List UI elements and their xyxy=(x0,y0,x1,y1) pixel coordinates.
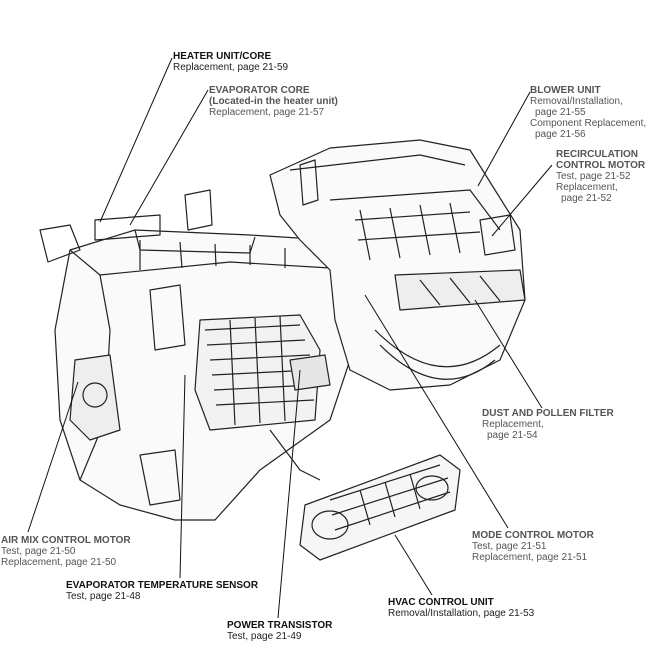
label-text: Replacement, page 21-57 xyxy=(209,107,325,118)
label-text: page 21-56 xyxy=(535,129,586,140)
heater-unit-housing xyxy=(39,189,371,521)
hvac-control-panel xyxy=(299,454,461,561)
label-title: CONTROL MOTOR xyxy=(556,160,646,171)
label-text: Replacement, page 21-51 xyxy=(472,552,588,563)
label-title: POWER TRANSISTOR xyxy=(227,620,333,631)
leader-power-transistor xyxy=(277,369,301,619)
leader-air-mix-motor xyxy=(27,381,79,533)
label-mode-motor: MODE CONTROL MOTOR Test, page 21-51 Repl… xyxy=(472,530,594,563)
label-dust-filter: DUST AND POLLEN FILTER Replacement, page… xyxy=(482,408,614,441)
label-text: Replacement, xyxy=(556,182,618,193)
leader-evap-temp-sensor xyxy=(179,374,186,579)
label-text: page 21-52 xyxy=(561,193,612,204)
label-text: Test, page 21-52 xyxy=(556,171,631,182)
label-text: Component Replacement, xyxy=(530,118,647,129)
label-recirculation-motor: RECIRCULATION CONTROL MOTOR Test, page 2… xyxy=(556,149,645,204)
label-text: Replacement, page 21-59 xyxy=(173,62,289,73)
label-evaporator-core: EVAPORATOR CORE (Located-in the heater u… xyxy=(209,85,338,118)
leader-dust-filter xyxy=(474,299,543,409)
label-blower-unit: BLOWER UNIT Removal/Installation, page 2… xyxy=(530,85,646,140)
leader-mode-motor xyxy=(364,294,509,529)
leader-recirculation-motor xyxy=(491,164,553,237)
label-title: DUST AND POLLEN FILTER xyxy=(482,408,614,419)
label-title: HEATER UNIT/CORE xyxy=(173,51,272,62)
label-text: page 21-54 xyxy=(487,430,538,441)
label-text: Removal/Installation, xyxy=(530,96,623,107)
label-title: BLOWER UNIT xyxy=(530,85,601,96)
leader-evaporator-core xyxy=(129,89,209,226)
label-text: Test, page 21-48 xyxy=(66,591,141,602)
label-text: Test, page 21-50 xyxy=(1,546,76,557)
label-text: Replacement, xyxy=(482,419,544,430)
label-text: Removal/Installation, page 21-53 xyxy=(388,608,535,619)
label-heater-unit: HEATER UNIT/CORE Replacement, page 21-59 xyxy=(173,51,288,73)
label-text: Test, page 21-51 xyxy=(472,541,547,552)
label-title: RECIRCULATION xyxy=(556,149,639,160)
label-title: HVAC CONTROL UNIT xyxy=(388,597,494,608)
label-title: EVAPORATOR TEMPERATURE SENSOR xyxy=(66,580,259,591)
label-power-transistor: POWER TRANSISTOR Test, page 21-49 xyxy=(227,620,332,642)
label-hvac-control-unit: HVAC CONTROL UNIT Removal/Installation, … xyxy=(388,597,534,619)
leader-heater-unit xyxy=(99,57,173,223)
label-title: EVAPORATOR CORE xyxy=(209,85,310,96)
label-note: (Located-in the heater unit) xyxy=(209,96,338,107)
leader-hvac-control-unit xyxy=(394,534,433,596)
label-text: Test, page 21-49 xyxy=(227,631,302,642)
label-evap-temp-sensor: EVAPORATOR TEMPERATURE SENSOR Test, page… xyxy=(66,580,258,602)
label-title: MODE CONTROL MOTOR xyxy=(472,530,594,541)
label-text: page 21-55 xyxy=(535,107,586,118)
blower-unit-housing xyxy=(269,139,526,391)
label-text: Replacement, page 21-50 xyxy=(1,557,117,568)
leader-blower-unit xyxy=(477,91,531,187)
label-title: AIR MIX CONTROL MOTOR xyxy=(1,535,131,546)
label-air-mix-motor: AIR MIX CONTROL MOTOR Test, page 21-50 R… xyxy=(1,535,131,568)
